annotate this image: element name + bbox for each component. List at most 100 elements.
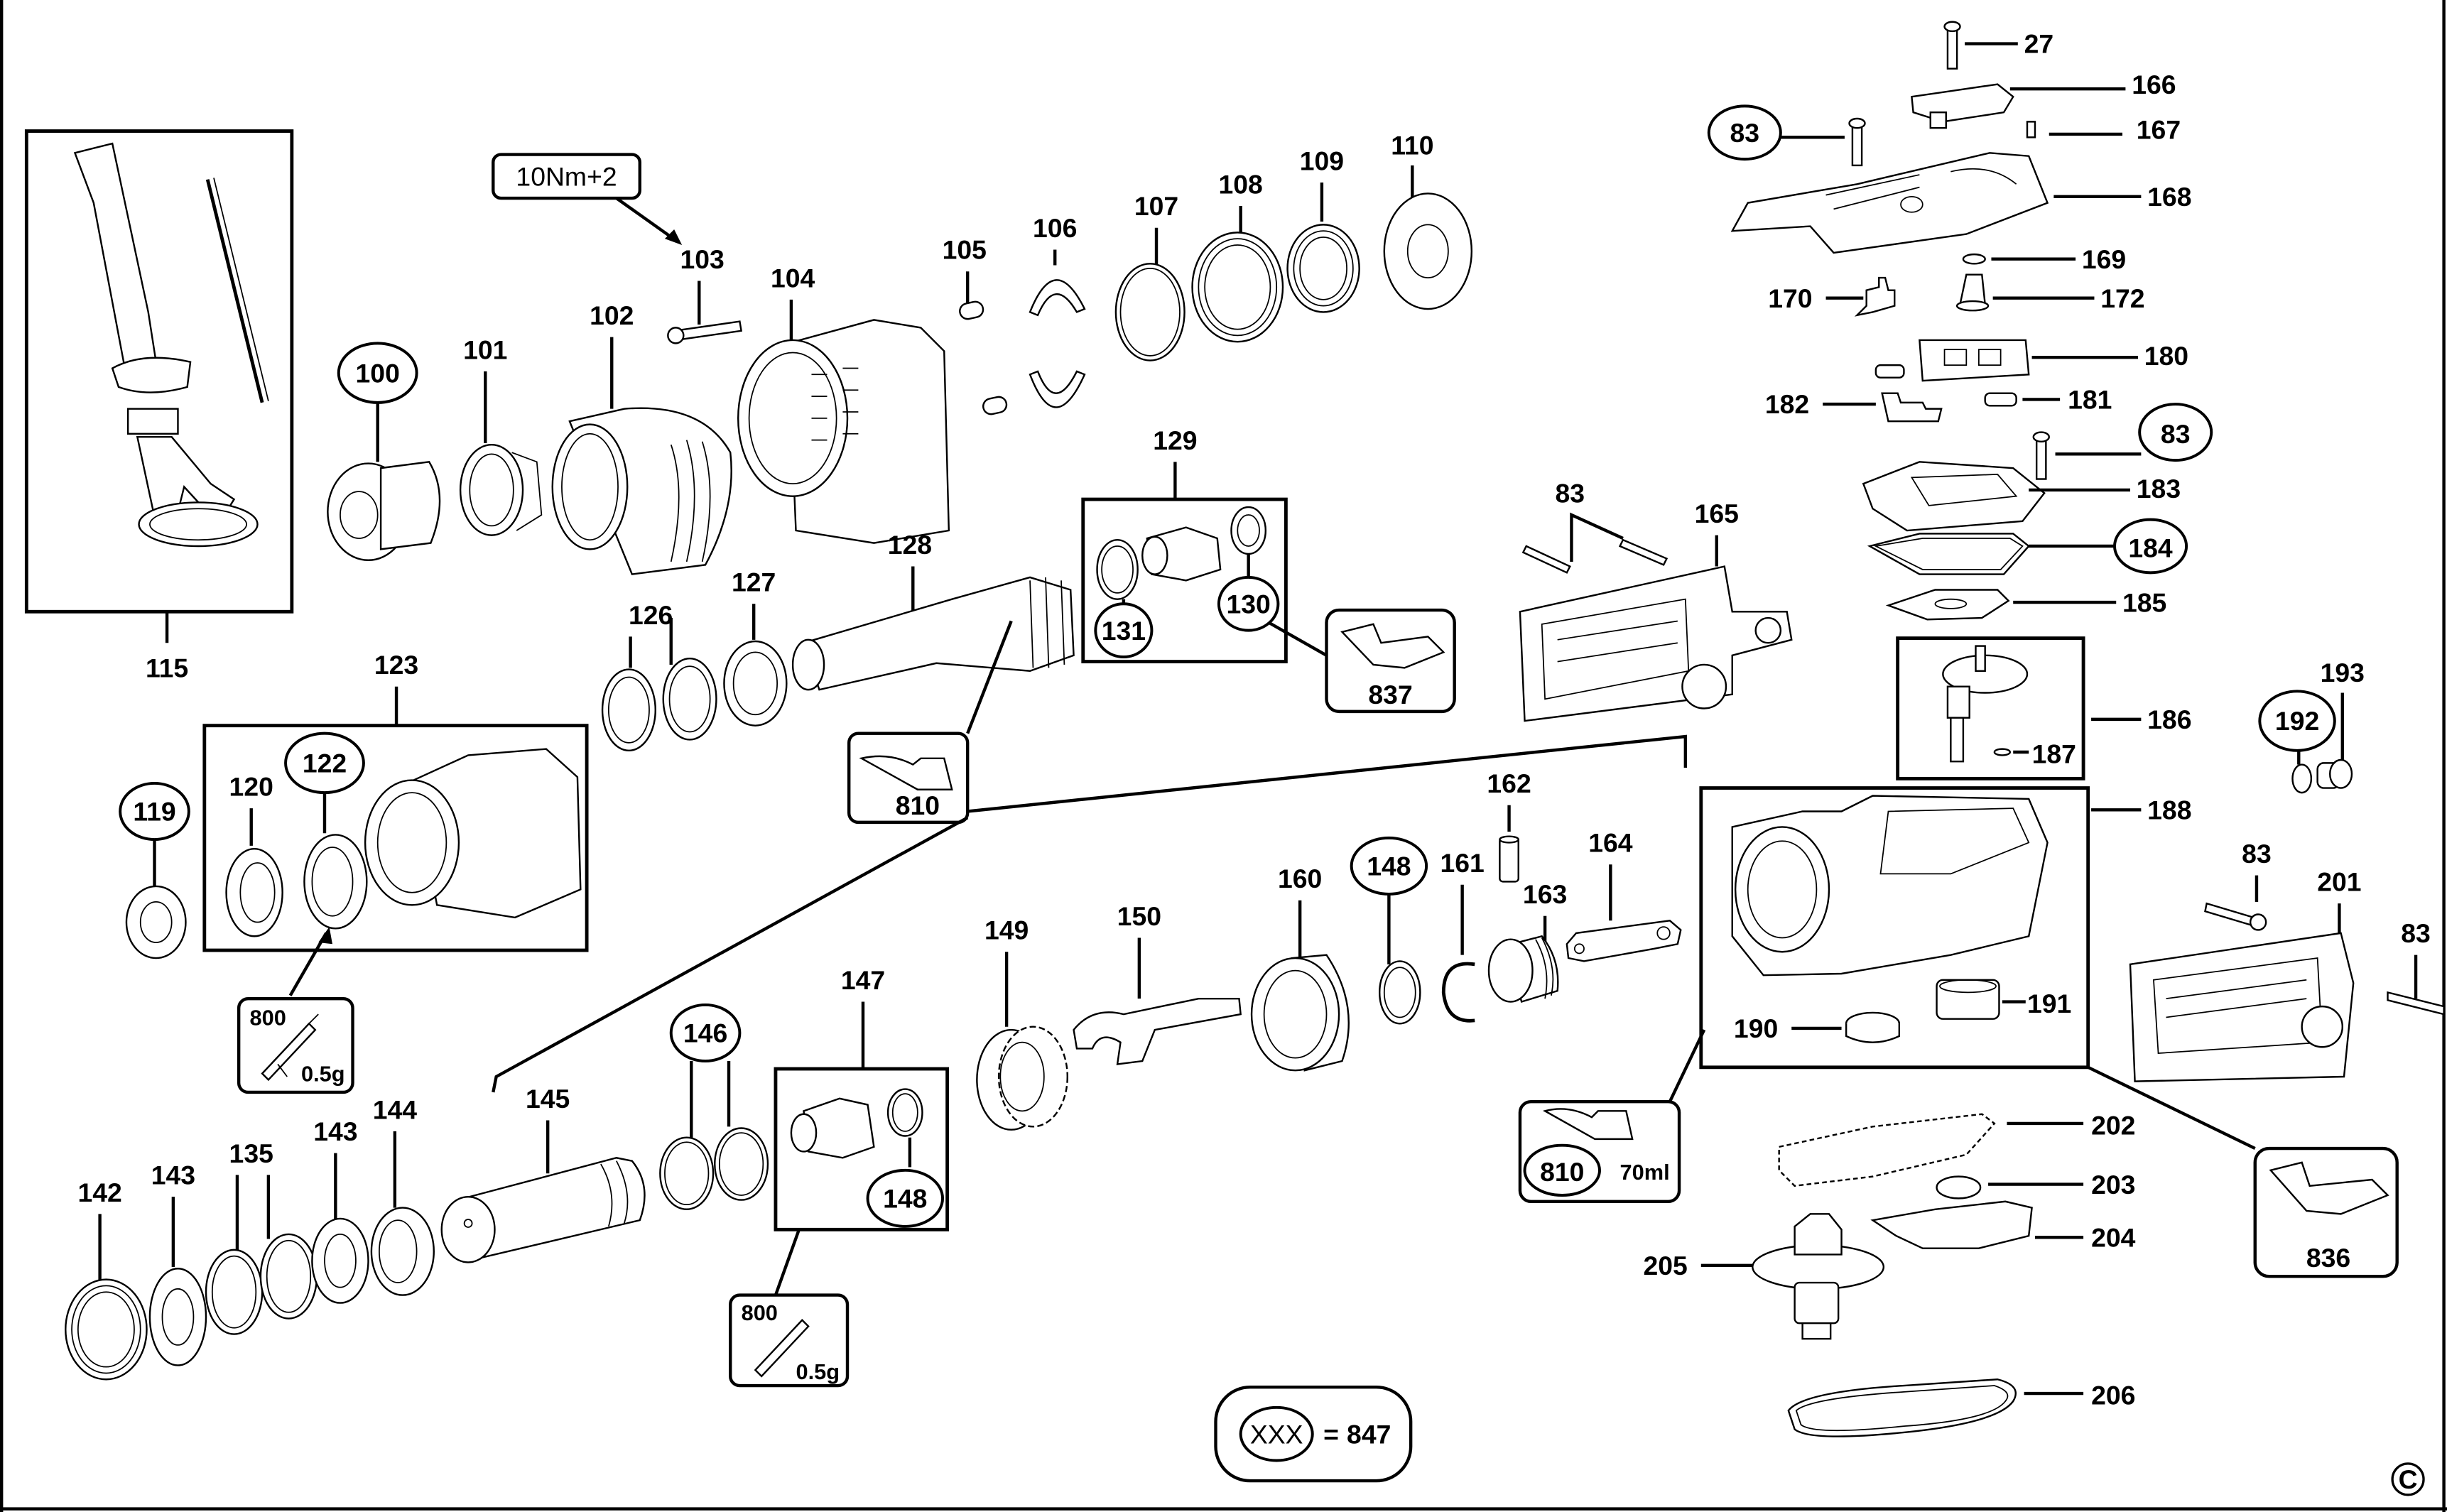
part-192-193[interactable]: 192 193 [2258,658,2365,794]
part-206-belt[interactable]: 206 [1787,1378,2136,1437]
part-160-bearing[interactable]: 160 [1250,864,1350,1072]
part-162-pin[interactable]: 162 [1487,768,1531,883]
part-105-pin[interactable]: 105 [943,235,1008,415]
part-188-housing-box[interactable]: 188 190 191 [1699,786,2192,1070]
part-129-assembly-box[interactable]: 129 [1081,425,1288,663]
arrow-head-icon [664,229,683,245]
brush-kit-836[interactable]: 836 [2087,1065,2399,1278]
part-104-housing[interactable]: 104 [737,263,950,544]
label-83-a: 83 [1555,478,1585,508]
part-142-spring[interactable]: 142 [65,1177,148,1381]
part-168-top-cover[interactable]: 168 [1730,152,2192,254]
grease-box-2[interactable]: 800 0.5g [729,1229,850,1388]
leader-line-oil-2 [492,816,969,1093]
part-107-ring[interactable]: 107 [1114,191,1185,361]
part-201-cover[interactable]: 83 201 83 [2129,839,2445,1082]
grease-gun-icon [754,1319,810,1378]
part-106-half-rings[interactable]: 106 [1029,213,1086,408]
grease-box-1[interactable]: 800 0.5g [237,927,354,1094]
part-165-cover[interactable]: 83 165 [1519,478,1793,722]
label-110: 110 [1391,131,1433,161]
grease-code-1: 800 [250,1006,286,1030]
part-83-screw-mid[interactable]: 83 [2032,403,2213,480]
brush-kit-837[interactable]: 837 [1325,608,1456,714]
part-181-spring[interactable]: 181 [1984,385,2112,415]
oil-code-2: 810 [1540,1157,1584,1187]
label-168: 168 [2147,182,2191,212]
part-143-a[interactable]: 143 [148,1160,207,1366]
part-186-gear-box[interactable]: 187 186 [1896,636,2192,781]
part-135[interactable]: 135 [205,1138,318,1335]
part-126-washers[interactable]: 126 [601,600,717,752]
label-183: 183 [2137,474,2181,504]
part-202-chain[interactable]: 202 [1778,1110,2136,1187]
part-122-seal[interactable]: 122 [284,731,368,930]
part-164-conrod[interactable]: 164 [1566,828,1682,962]
label-164: 164 [1588,828,1633,858]
part-146[interactable]: 146 [659,1003,769,1210]
part-147-assembly-box[interactable]: 147 148 [774,965,950,1231]
label-181: 181 [2068,385,2112,415]
label-163: 163 [1523,879,1567,909]
part-163-piston[interactable]: 163 [1487,879,1567,1004]
label-203: 203 [2091,1170,2135,1200]
part-145-cylinder[interactable]: 145 [440,1084,646,1263]
part-203-sprocket[interactable]: 203 [1936,1170,2136,1200]
part-149-gear[interactable]: 149 [976,915,1069,1131]
part-180[interactable]: 180 [1874,339,2188,382]
label-105: 105 [943,235,987,265]
label-149: 149 [984,915,1029,945]
part-169-oring[interactable]: 169 [1962,244,2126,274]
part-123-assembly-box[interactable]: 123 [202,650,589,952]
part-110-washer[interactable]: 110 [1383,131,1473,310]
part-172[interactable]: 172 [1955,273,2145,313]
part-115-side-handle[interactable]: 115 [24,129,294,683]
part-161-circlip[interactable]: 161 [1440,848,1485,1023]
part-148-ring[interactable]: 148 [1350,836,1428,1025]
label-83-b: 83 [1730,118,1760,148]
part-205-clutch[interactable]: 205 [1644,1213,1885,1340]
part-120[interactable]: 120 [225,772,283,937]
part-27-screw[interactable]: 27 [1943,21,2054,70]
label-172: 172 [2100,283,2144,313]
part-119-washer[interactable]: 119 [119,781,190,959]
part-83-screw-top[interactable]: 83 [1707,104,1866,167]
part-183-gearbox-cover[interactable]: 183 [1862,461,2181,532]
part-144[interactable]: 144 [370,1094,435,1296]
part-102[interactable]: 102 [551,300,732,575]
label-106: 106 [1033,213,1077,243]
label-109: 109 [1300,146,1344,175]
part-170-switch[interactable]: 170 [1768,276,1896,317]
part-108-spring[interactable]: 108 [1191,169,1284,343]
label-204: 204 [2091,1222,2136,1252]
oil-box-1[interactable]: 810 [847,620,1013,825]
label-201: 201 [2317,867,2361,897]
oil-code-1: 810 [896,790,940,820]
copyright-letter: C [2399,1464,2418,1494]
part-167[interactable]: 167 [2026,115,2181,145]
part-166-knob[interactable]: 166 [1911,70,2176,129]
part-191-bearing[interactable]: 191 [1936,979,2072,1020]
label-192: 192 [2275,706,2319,736]
part-184-gasket[interactable]: 184 [1867,518,2188,575]
part-130[interactable]: 130 [1217,553,1328,657]
part-190-bearing[interactable]: 190 [1734,1011,1901,1043]
label-103: 103 [680,244,725,274]
part-131[interactable]: 131 [1094,599,1154,658]
part-204[interactable]: 204 [1870,1200,2136,1253]
brush-kit-icon [1340,623,1445,669]
label-127: 127 [732,567,776,597]
part-127[interactable]: 127 [723,567,788,727]
part-143-b[interactable]: 143 [311,1116,369,1304]
part-100[interactable]: 100 [327,342,441,561]
part-128-spindle[interactable]: 128 [791,530,1075,691]
part-101[interactable]: 101 [459,335,543,536]
grease-gun-icon [261,1022,317,1082]
part-185-plate[interactable]: 185 [1885,587,2166,621]
part-103-screw[interactable]: 103 [667,244,743,344]
part-109-spring[interactable]: 109 [1286,146,1360,313]
part-182[interactable]: 182 [1765,389,1943,423]
part-150-fork[interactable]: 150 [1073,901,1242,1065]
label-202: 202 [2091,1110,2135,1140]
oil-box-2[interactable]: 810 70ml [1518,1029,1706,1203]
